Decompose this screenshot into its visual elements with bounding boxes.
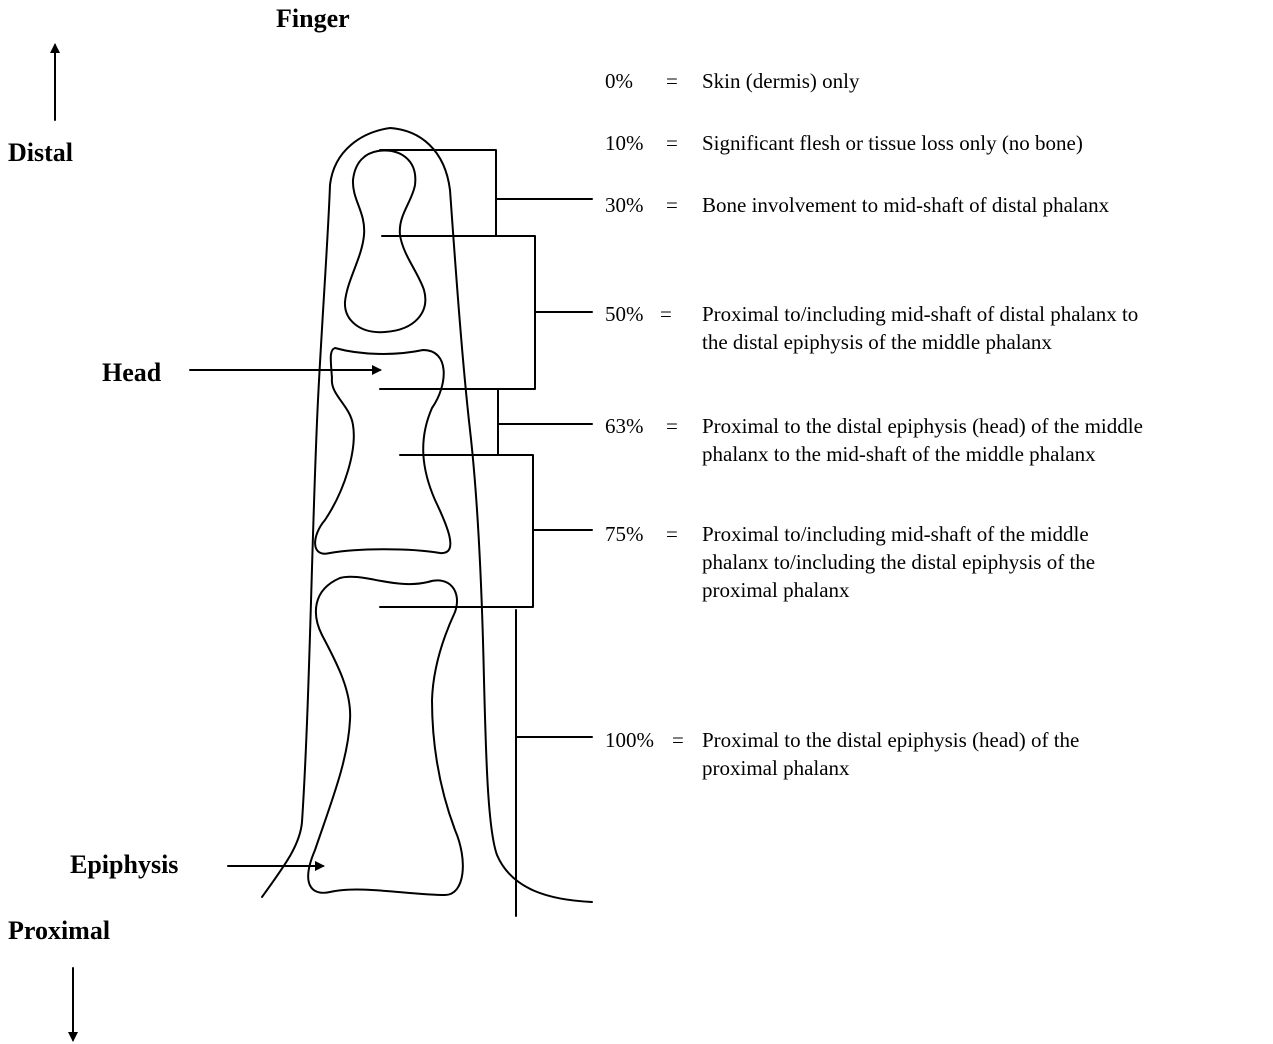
legend-eq: = (672, 728, 684, 752)
legend-line: Proximal to the distal epiphysis (head) … (702, 728, 1080, 752)
legend-line: proximal phalanx (702, 578, 850, 602)
legend-pct-10: 10% (605, 131, 644, 155)
middle-phalanx (314, 347, 452, 555)
proximal-phalanx (307, 575, 464, 896)
legend-line: Bone involvement to mid-shaft of distal … (702, 193, 1110, 217)
legend-line: Proximal to/including mid-shaft of dista… (702, 302, 1139, 326)
legend-desc-63: Proximal to the distal epiphysis (head) … (702, 412, 1143, 468)
legend-eq: = (660, 302, 672, 326)
legend-desc-10: Significant flesh or tissue loss only (n… (702, 129, 1083, 157)
distal-phalanx (343, 149, 427, 334)
legend-line: proximal phalanx (702, 756, 850, 780)
legend-pct-50: 50% (605, 302, 644, 326)
legend-desc-100: Proximal to the distal epiphysis (head) … (702, 726, 1079, 782)
legend-line: phalanx to/including the distal epiphysi… (702, 550, 1096, 574)
legend-eq: = (666, 522, 678, 546)
legend-pct-100: 100% (605, 728, 654, 752)
legend-line: Proximal to the distal epiphysis (head) … (702, 414, 1143, 438)
legend-pct-75: 75% (605, 522, 644, 546)
head-label: Head (102, 358, 162, 387)
legend-desc-0: Skin (dermis) only (702, 67, 860, 95)
legend-line: the distal epiphysis of the middle phala… (702, 330, 1052, 354)
legend-eq: = (666, 414, 678, 438)
bracket-100 (515, 609, 593, 917)
legend-desc-75: Proximal to/including mid-shaft of the m… (702, 520, 1095, 604)
legend-pct-0: 0% (605, 69, 633, 93)
legend-desc-50: Proximal to/including mid-shaft of dista… (702, 300, 1138, 356)
legend-pct-63: 63% (605, 414, 644, 438)
legend-line: phalanx to the mid-shaft of the middle p… (702, 442, 1096, 466)
legend-pct-30: 30% (605, 193, 644, 217)
bracket-75 (379, 454, 593, 608)
distal-label: Distal (8, 138, 73, 167)
bracket-50 (379, 235, 593, 390)
legend-desc-30: Bone involvement to mid-shaft of distal … (702, 191, 1109, 219)
legend-eq: = (666, 131, 678, 155)
legend-eq: = (666, 69, 678, 93)
proximal-label: Proximal (8, 916, 111, 945)
bracket-63 (497, 388, 593, 456)
bracket-30 (379, 149, 593, 237)
legend-eq: = (666, 193, 678, 217)
legend-line: Skin (dermis) only (702, 69, 860, 93)
legend-line: Proximal to/including mid-shaft of the m… (702, 522, 1089, 546)
epiphysis-label: Epiphysis (70, 850, 179, 879)
legend-line: Significant flesh or tissue loss only (n… (702, 131, 1083, 155)
finger-outline (261, 127, 593, 903)
diagram-title: Finger (276, 4, 350, 33)
